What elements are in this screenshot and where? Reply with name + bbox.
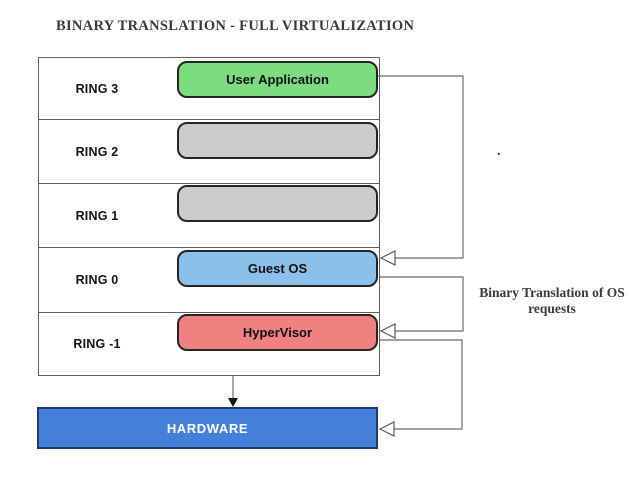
ring-minus-1-label: RING -1 — [73, 337, 121, 351]
empty-box-ring-2 — [177, 122, 378, 159]
protection-rings-box: RING 3 User Application RING 2 RING 1 RI… — [38, 57, 380, 376]
ring-row-minus-1: RING -1 HyperVisor — [39, 313, 379, 375]
binary-translation-annotation: Binary Translation of OS requests — [479, 285, 625, 316]
ring-row-1: RING 1 — [39, 184, 379, 248]
guest-os-to-hypervisor-line — [380, 276, 464, 332]
diagram-title: BINARY TRANSLATION - FULL VIRTUALIZATION — [56, 18, 415, 34]
guest-os-box: Guest OS — [177, 250, 378, 287]
arrow-into-hardware-icon — [378, 421, 395, 437]
ring-3-label: RING 3 — [75, 81, 119, 96]
user-application-box: User Application — [177, 61, 378, 98]
ring-row-3: RING 3 User Application — [39, 58, 379, 120]
arrow-into-hypervisor-icon — [379, 323, 396, 339]
stray-dot: . — [497, 144, 501, 159]
empty-box-ring-1 — [177, 185, 378, 222]
ring-2-label: RING 2 — [75, 144, 119, 159]
ring-0-label: RING 0 — [75, 273, 119, 287]
ring-1-label: RING 1 — [75, 208, 119, 223]
hardware-box: HARDWARE — [37, 407, 378, 449]
hypervisor-box: HyperVisor — [177, 314, 378, 351]
user-app-to-guest-os-line — [378, 75, 464, 259]
arrow-down-into-hardware-icon — [228, 398, 238, 407]
ring-row-0: RING 0 Guest OS — [39, 248, 379, 313]
arrow-into-guest-os-icon — [379, 250, 396, 266]
ring-row-2: RING 2 — [39, 120, 379, 184]
hypervisor-to-hardware-line — [380, 339, 463, 430]
